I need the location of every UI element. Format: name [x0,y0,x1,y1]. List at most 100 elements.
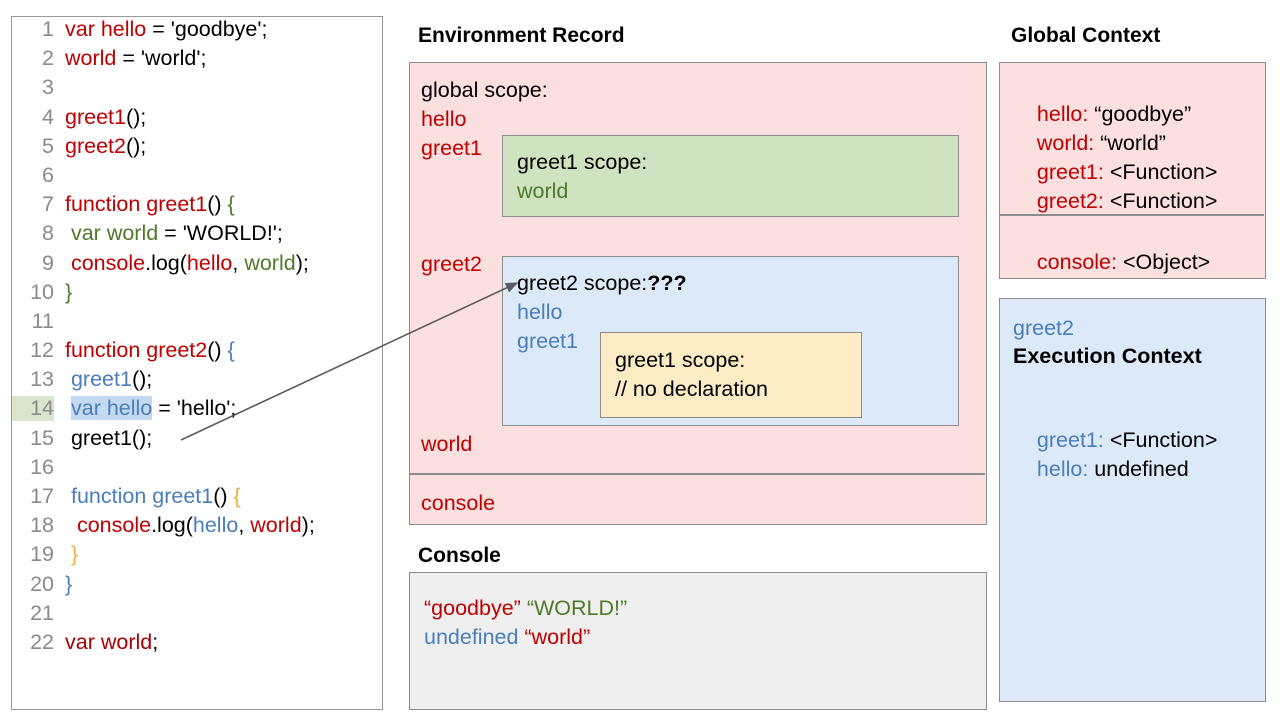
code-line[interactable]: 3 [12,75,382,104]
code-token: { [227,338,235,363]
code-token: } [65,279,73,304]
code-token: greet1(); [65,425,153,450]
environment-record-title: Environment Record [418,24,625,47]
code-token: (); [125,133,147,158]
global-context-title: Global Context [1011,24,1161,47]
console-token: “world” [524,625,591,649]
code-line[interactable]: 21 [12,601,382,630]
code-line[interactable]: 18 console.log(hello, world); [12,513,382,542]
line-number: 3 [42,75,54,100]
code-token: ); [295,250,309,275]
ec-key: hello: [1036,457,1089,481]
code-line[interactable]: 6 [12,163,382,192]
gc-key: world: [1036,131,1095,155]
gc-value: “goodbye” [1088,102,1192,126]
code-line-source: greet2(); [54,134,146,159]
code-line[interactable]: 11 [12,309,382,338]
env-record-divider [410,473,985,475]
code-line[interactable]: 13 greet1(); [12,367,382,396]
code-token: console [65,250,146,275]
line-number: 20 [30,571,54,596]
console-output-box[interactable]: “goodbye” “WORLD!” undefined “world” [409,572,987,710]
execution-context-row: hello: undefined [1013,432,1189,507]
code-token-selected: var hello [70,396,153,421]
code-token: () [207,338,228,363]
code-token: = 'hello'; [152,396,237,421]
execution-context-function-name: greet2 [1013,316,1074,340]
code-line-source: } [54,572,72,597]
code-line[interactable]: 16 [12,455,382,484]
greet2-scope-label: greet2 scope:??? [517,271,687,296]
line-number: 10 [30,279,54,304]
greet1-scope-box: greet1 scope: world [502,135,959,217]
gc-value: <Function> [1103,189,1218,213]
console-output-line: undefined “world” [424,625,590,650]
line-number: 15 [30,425,54,450]
code-line[interactable]: 9 console.log(hello, world); [12,251,382,280]
code-line[interactable]: 14 var hello = 'hello'; [12,396,382,425]
line-number: 19 [30,542,54,567]
greet2-scope-binding-hello: hello [517,300,563,324]
code-line[interactable]: 15 greet1(); [12,426,382,455]
code-token: var hello [65,17,147,41]
code-token: .log( [145,250,187,275]
gc-value: <Function> [1103,160,1218,184]
greet1-scope-binding-world: world [517,179,569,203]
code-token: } [65,571,73,596]
code-token: (); [131,367,153,392]
code-token: , [232,250,245,275]
execution-context-row: greet1: <Function> [1013,403,1217,478]
code-line-source: var hello = 'hello'; [54,396,236,421]
code-token: { [233,484,241,508]
code-token: () [207,192,228,217]
line-number: 14 [12,396,54,422]
code-line[interactable]: 20} [12,572,382,601]
code-token: greet1 [65,104,126,129]
global-context-row: world: “world” [1013,106,1166,181]
greet2-scope-annotation: ??? [647,271,687,295]
code-line[interactable]: 8 var world = 'WORLD!'; [12,221,382,250]
line-number: 16 [30,454,54,479]
line-number: 22 [30,629,54,654]
env-binding-hello: hello [421,107,467,131]
console-token: “WORLD!” [526,596,628,620]
global-context-row: greet2: <Function> [1013,164,1217,239]
code-token: = 'goodbye'; [146,17,268,41]
code-line-source: greet1(); [54,105,146,130]
line-number: 7 [42,192,54,217]
code-token: function greet1 [65,484,214,508]
line-number: 4 [42,104,54,129]
code-line-source: function greet1() { [54,484,241,509]
code-line-source: var world; [54,630,158,655]
ec-value: <Function> [1103,428,1218,452]
global-context-row: hello: “goodbye” [1013,77,1191,152]
line-number: 5 [42,133,54,158]
env-binding-console: console [421,491,496,515]
code-token: (); [125,104,147,129]
code-line[interactable]: 17 function greet1() { [12,484,382,513]
line-number: 6 [42,162,54,187]
code-line[interactable]: 19 } [12,542,382,571]
line-number: 11 [31,308,54,333]
greet2-scope-binding-greet1: greet1 [517,329,578,353]
greet1-scope-label: greet1 scope: [517,150,648,174]
code-line-source: } [54,280,72,305]
code-token: world [250,513,302,538]
line-number: 12 [30,338,54,363]
code-line[interactable]: 10} [12,280,382,309]
global-context-row: console: <Object> [1013,225,1210,300]
code-token: ; [152,629,159,654]
global-context-divider [1000,214,1264,216]
env-binding-world: world [421,432,473,456]
code-token: hello [186,250,233,275]
line-number: 17 [30,484,54,508]
code-token: var world [65,221,159,246]
